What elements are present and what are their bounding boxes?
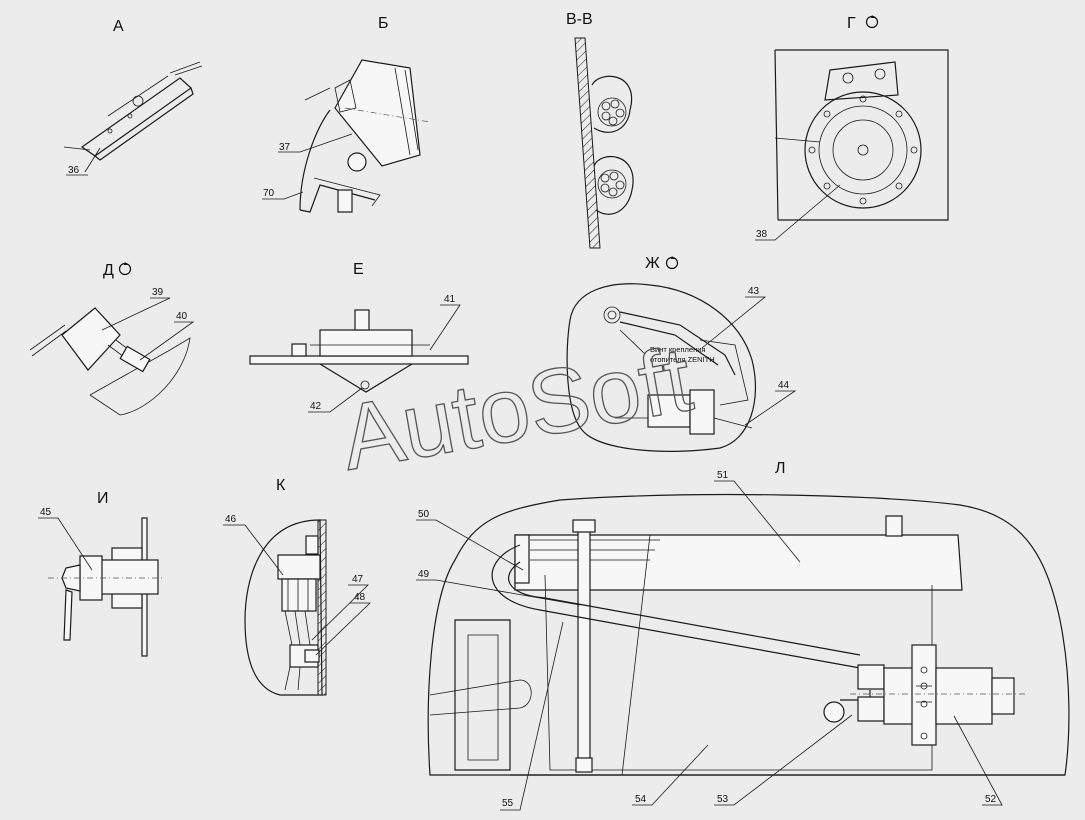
callout-40: 40 (176, 311, 188, 322)
callout-39: 39 (152, 287, 164, 298)
callout-47: 47 (352, 574, 364, 585)
callout-52: 52 (985, 794, 997, 805)
callout-41: 41 (444, 294, 456, 305)
view-zh-title: Ж (645, 255, 660, 272)
view-d: Д 39 40 (29, 262, 195, 416)
view-k-title: К (276, 477, 286, 494)
view-l-title: Л (775, 460, 786, 477)
callout-44: 44 (778, 380, 790, 391)
callout-48: 48 (354, 592, 366, 603)
note-line-2: отопителя ZENITH (650, 355, 715, 364)
callout-51: 51 (717, 470, 729, 481)
view-b-title: Б (378, 15, 389, 32)
view-g-title: Г (847, 15, 856, 32)
view-k: К 46 47 48 (223, 477, 371, 696)
view-b: Б 37 70 (262, 15, 431, 213)
view-zh: Ж Винт крепления отопителя ZENITH 43 44 (566, 255, 797, 452)
callout-38: 38 (756, 229, 768, 240)
view-vv-title: В-В (566, 11, 593, 28)
view-a-title: А (113, 18, 124, 35)
callout-70: 70 (263, 188, 275, 199)
view-d-title: Д (103, 262, 114, 279)
callout-53: 53 (717, 794, 729, 805)
view-l: Л 51 (416, 460, 1070, 811)
note-line-1: Винт крепления (650, 345, 705, 354)
view-e-title: Е (353, 261, 364, 278)
callout-50: 50 (418, 509, 430, 520)
callout-37: 37 (279, 142, 291, 153)
view-a: А 36 (63, 18, 203, 176)
callout-36: 36 (68, 165, 80, 176)
callout-42: 42 (310, 401, 322, 412)
callout-49: 49 (418, 569, 430, 580)
view-e: Е 41 42 (249, 261, 469, 413)
callout-54: 54 (635, 794, 647, 805)
callout-43: 43 (748, 286, 760, 297)
callout-46: 46 (225, 514, 237, 525)
view-g: Г 38 (755, 15, 949, 241)
view-i-title: И (97, 490, 109, 507)
callout-55: 55 (502, 798, 514, 809)
callout-45: 45 (40, 507, 52, 518)
view-vv: В-В (566, 11, 634, 249)
view-i: И 45 (38, 490, 165, 657)
